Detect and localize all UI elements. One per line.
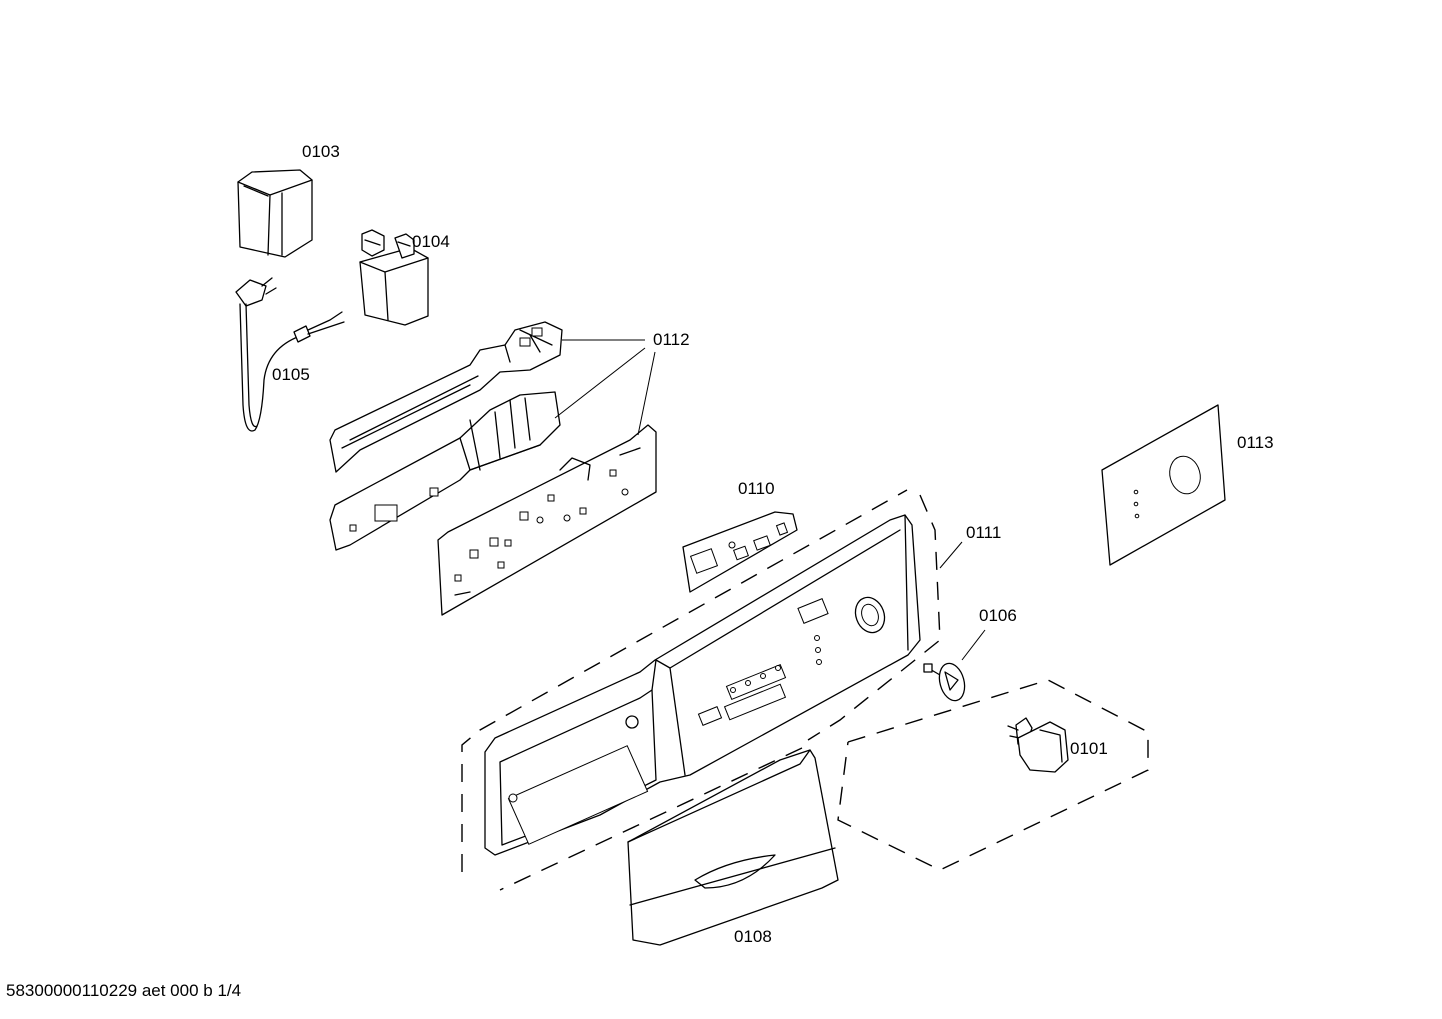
drawing-number: 58300000110229 aet 000 b 1/4 <box>6 981 242 1000</box>
leader-lines <box>554 339 986 661</box>
interference-filter-icon <box>359 229 429 326</box>
drawer-handle-icon <box>627 749 839 946</box>
power-cord-icon <box>235 277 345 432</box>
label-0103: 0103 <box>302 142 340 161</box>
knob-group-outline <box>837 679 1149 871</box>
display-board-icon <box>682 511 798 593</box>
control-panel-fascia-icon <box>484 514 921 856</box>
label-0113: 0113 <box>1237 433 1274 452</box>
label-0106: 0106 <box>979 606 1017 625</box>
selector-knob-icon <box>923 662 966 702</box>
label-0110: 0110 <box>738 479 775 498</box>
label-0105: 0105 <box>272 365 310 384</box>
knob-icon <box>1007 717 1069 773</box>
control-board-icon <box>329 321 657 616</box>
label-0104: 0104 <box>412 232 450 251</box>
label-0111: 0111 <box>966 523 1001 542</box>
label-0112: 0112 <box>653 330 690 349</box>
fascia-group-outline <box>461 489 941 891</box>
label-0101: 0101 <box>1070 739 1108 758</box>
transformer-box-icon <box>237 169 313 258</box>
label-0108: 0108 <box>734 927 772 946</box>
panel-foil-icon <box>1101 404 1226 566</box>
